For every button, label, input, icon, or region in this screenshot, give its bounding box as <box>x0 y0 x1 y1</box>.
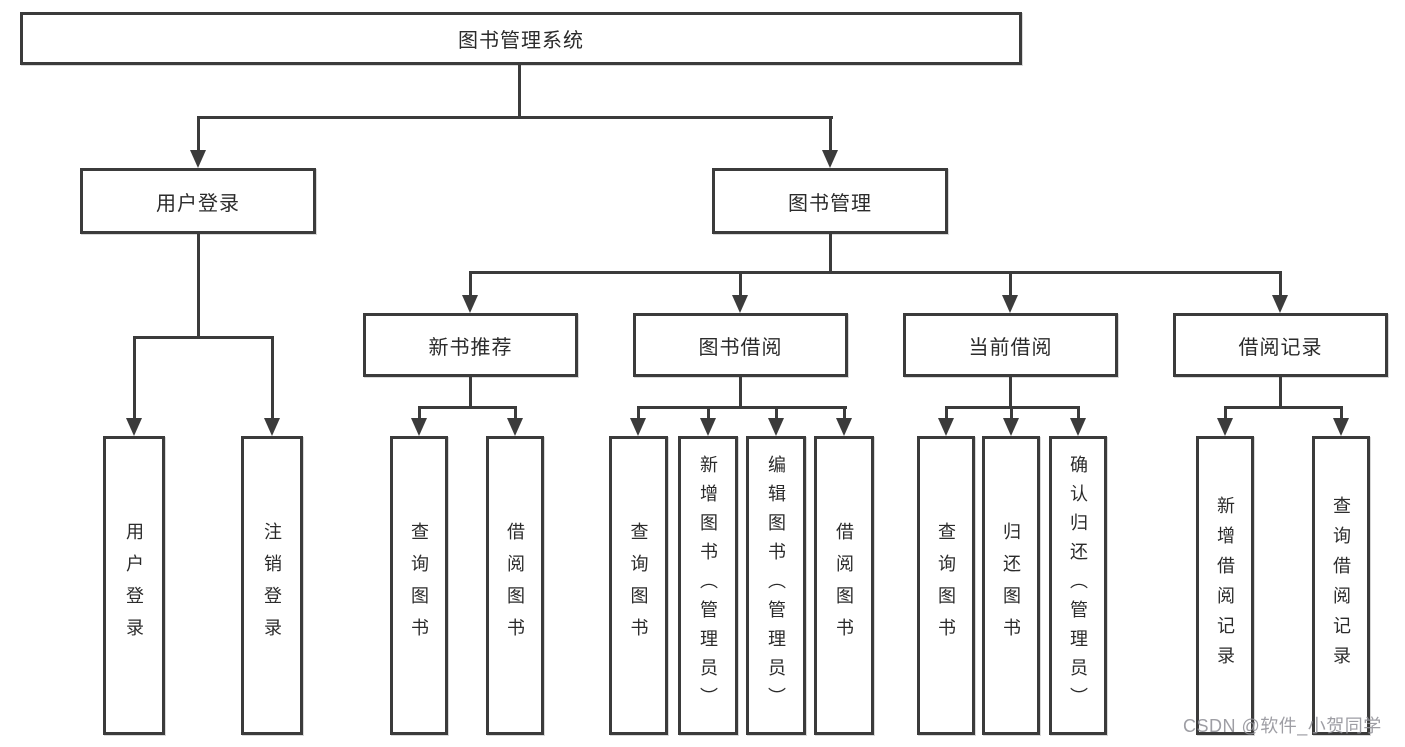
connector-root-stem <box>518 65 521 119</box>
node-borrowing-records: 借阅记录 <box>1173 313 1388 377</box>
leaf-cur-confirm-return-admin-label: 确认归还（管理员） <box>1068 455 1088 716</box>
connector-records-drop-1 <box>1224 406 1227 422</box>
csdn-watermark: CSDN @软件_小贺同学 <box>1183 716 1382 736</box>
arrowhead-borrow-records <box>1272 295 1288 313</box>
arrowhead-login-leaf-1 <box>126 418 142 436</box>
leaf-rec-add-borrow-record: 新增借阅记录 <box>1196 436 1254 735</box>
leaf-bb-query-books: 查询图书 <box>609 436 668 735</box>
leaf-logout-label: 注销登录 <box>262 521 282 650</box>
arrowhead-borrow-leaf-4 <box>836 418 852 436</box>
leaf-rec-borrow-books-label: 借阅图书 <box>505 521 525 650</box>
connector-root-drop-left <box>197 116 200 154</box>
connector-mgmt-drop-3 <box>1009 271 1012 299</box>
arrowhead-records-leaf-2 <box>1333 418 1349 436</box>
node-user-login-label: 用户登录 <box>156 192 240 215</box>
connector-rec-drop-2 <box>514 406 517 422</box>
node-current-borrowing: 当前借阅 <box>903 313 1118 377</box>
arrowhead-user-login <box>190 150 206 168</box>
leaf-rec-borrow-books: 借阅图书 <box>486 436 544 735</box>
leaf-bb-add-books-admin-label: 新增图书（管理员） <box>698 455 718 716</box>
connector-rec-rail <box>418 406 517 409</box>
node-book-management-label: 图书管理 <box>788 192 872 215</box>
arrowhead-borrow-leaf-1 <box>630 418 646 436</box>
node-current-borrowing-label: 当前借阅 <box>968 336 1053 359</box>
leaf-rec-query-books-label: 查询图书 <box>409 521 429 650</box>
connector-borrow-drop-4 <box>843 406 846 422</box>
connector-login-drop-2 <box>271 336 274 422</box>
node-root-label: 图书管理系统 <box>458 30 584 52</box>
leaf-cur-return-books-label: 归还图书 <box>1001 521 1021 650</box>
connector-borrow-stem <box>739 377 742 409</box>
arrowhead-borrow-leaf-3 <box>768 418 784 436</box>
leaf-bb-query-books-label: 查询图书 <box>628 521 649 650</box>
leaf-bb-add-books-admin: 新增图书（管理员） <box>678 436 738 735</box>
leaf-cur-query-books-label: 查询图书 <box>936 521 956 650</box>
connector-borrow-rail <box>637 406 847 409</box>
arrowhead-new-book-rec <box>462 295 478 313</box>
arrowhead-book-borrow <box>732 295 748 313</box>
node-root-library-system: 图书管理系统 <box>20 12 1022 65</box>
leaf-logout: 注销登录 <box>241 436 303 735</box>
node-book-borrowing: 图书借阅 <box>633 313 848 377</box>
arrowhead-login-leaf-2 <box>264 418 280 436</box>
leaf-rec-query-books: 查询图书 <box>390 436 448 735</box>
leaf-cur-query-books: 查询图书 <box>917 436 975 735</box>
leaf-rec-query-borrow-record: 查询借阅记录 <box>1312 436 1370 735</box>
leaf-cur-return-books: 归还图书 <box>982 436 1040 735</box>
leaf-rec-query-borrow-record-label: 查询借阅记录 <box>1331 495 1351 676</box>
connector-borrow-drop-1 <box>637 406 640 422</box>
arrowhead-borrow-leaf-2 <box>700 418 716 436</box>
node-book-borrowing-label: 图书借阅 <box>698 336 783 359</box>
node-user-login: 用户登录 <box>80 168 316 234</box>
arrowhead-records-leaf-1 <box>1217 418 1233 436</box>
leaf-cur-confirm-return-admin: 确认归还（管理员） <box>1049 436 1107 735</box>
arrowhead-rec-leaf-2 <box>507 418 523 436</box>
connector-mgmt-drop-1 <box>469 271 472 299</box>
connector-current-drop-1 <box>945 406 948 422</box>
connector-current-drop-3 <box>1077 406 1080 422</box>
connector-records-rail <box>1224 406 1343 409</box>
leaf-bb-edit-books-admin: 编辑图书（管理员） <box>746 436 806 735</box>
leaf-user-login-label: 用户登录 <box>124 521 144 650</box>
node-new-book-recommend-label: 新书推荐 <box>428 336 513 359</box>
node-book-management: 图书管理 <box>712 168 948 234</box>
leaf-rec-add-borrow-record-label: 新增借阅记录 <box>1215 495 1235 676</box>
arrowhead-book-management <box>822 150 838 168</box>
connector-root-drop-right <box>829 116 832 154</box>
connector-current-drop-2 <box>1010 406 1013 422</box>
connector-records-drop-2 <box>1340 406 1343 422</box>
connector-borrow-drop-2 <box>707 406 710 422</box>
leaf-user-login: 用户登录 <box>103 436 165 735</box>
connector-records-stem <box>1279 377 1282 409</box>
connector-mgmt-stem <box>829 234 832 274</box>
leaf-bb-borrow-books: 借阅图书 <box>814 436 874 735</box>
arrowhead-current-leaf-3 <box>1070 418 1086 436</box>
arrowhead-rec-leaf-1 <box>411 418 427 436</box>
connector-mgmt-rail <box>469 271 1282 274</box>
connector-rec-drop-1 <box>418 406 421 422</box>
connector-root-rail <box>197 116 833 119</box>
arrowhead-current-borrow <box>1002 295 1018 313</box>
connector-login-drop-1 <box>133 336 136 422</box>
connector-login-rail <box>133 336 274 339</box>
connector-current-stem <box>1009 377 1012 409</box>
leaf-bb-edit-books-admin-label: 编辑图书（管理员） <box>766 455 786 716</box>
arrowhead-current-leaf-2 <box>1003 418 1019 436</box>
node-new-book-recommend: 新书推荐 <box>363 313 578 377</box>
node-borrowing-records-label: 借阅记录 <box>1238 336 1323 359</box>
connector-login-stem <box>197 234 200 338</box>
connector-mgmt-drop-4 <box>1279 271 1282 299</box>
connector-rec-stem <box>469 377 472 409</box>
connector-mgmt-drop-2 <box>739 271 742 299</box>
connector-borrow-drop-3 <box>775 406 778 422</box>
arrowhead-current-leaf-1 <box>938 418 954 436</box>
leaf-bb-borrow-books-label: 借阅图书 <box>834 521 854 650</box>
